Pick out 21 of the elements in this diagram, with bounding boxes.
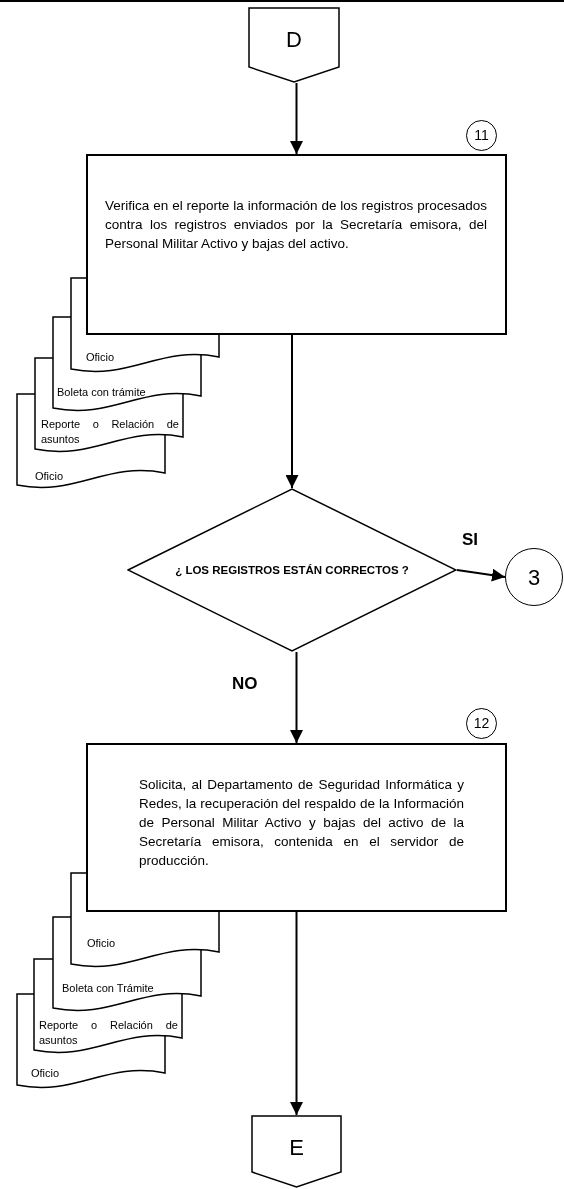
connector-letter: E xyxy=(288,1135,305,1161)
decision-diamond xyxy=(127,488,457,652)
arrow xyxy=(290,82,303,155)
document-label: Oficio xyxy=(87,936,117,951)
document-label: Oficio xyxy=(35,469,65,484)
document-label: Oficio xyxy=(31,1066,61,1081)
document-label: Reporte o Relación de asuntos xyxy=(39,1018,178,1048)
arrow xyxy=(290,911,303,1116)
off-page-connector xyxy=(251,1115,342,1188)
document-label: Boleta con trámite xyxy=(57,385,147,400)
document-label: Oficio xyxy=(86,350,116,365)
arrow xyxy=(456,568,506,582)
decision-question: ¿ LOS REGISTROS ESTÁN CORRECTOS ? xyxy=(174,563,410,578)
process-text: Verifica en el reporte la información de los registros procesados contra los registros enviados por la Secretaría emisora, del Personal Militar Activo y bajas del activo. xyxy=(105,197,487,253)
off-page-connector xyxy=(248,7,340,83)
arrow xyxy=(285,334,299,489)
document-label: Boleta con Trámite xyxy=(62,981,155,996)
process-text: Solicita, al Departamento de Seguridad Informática y Redes, la recuperación del respaldo de la Información de Personal Militar Activo y bajas del activo de la Secretaría emisora, contenida en el servidor de producción. xyxy=(139,776,464,870)
arrow xyxy=(290,651,303,744)
connector-letter: D xyxy=(285,27,303,53)
document-label: Reporte o Relación de asuntos xyxy=(41,417,179,447)
